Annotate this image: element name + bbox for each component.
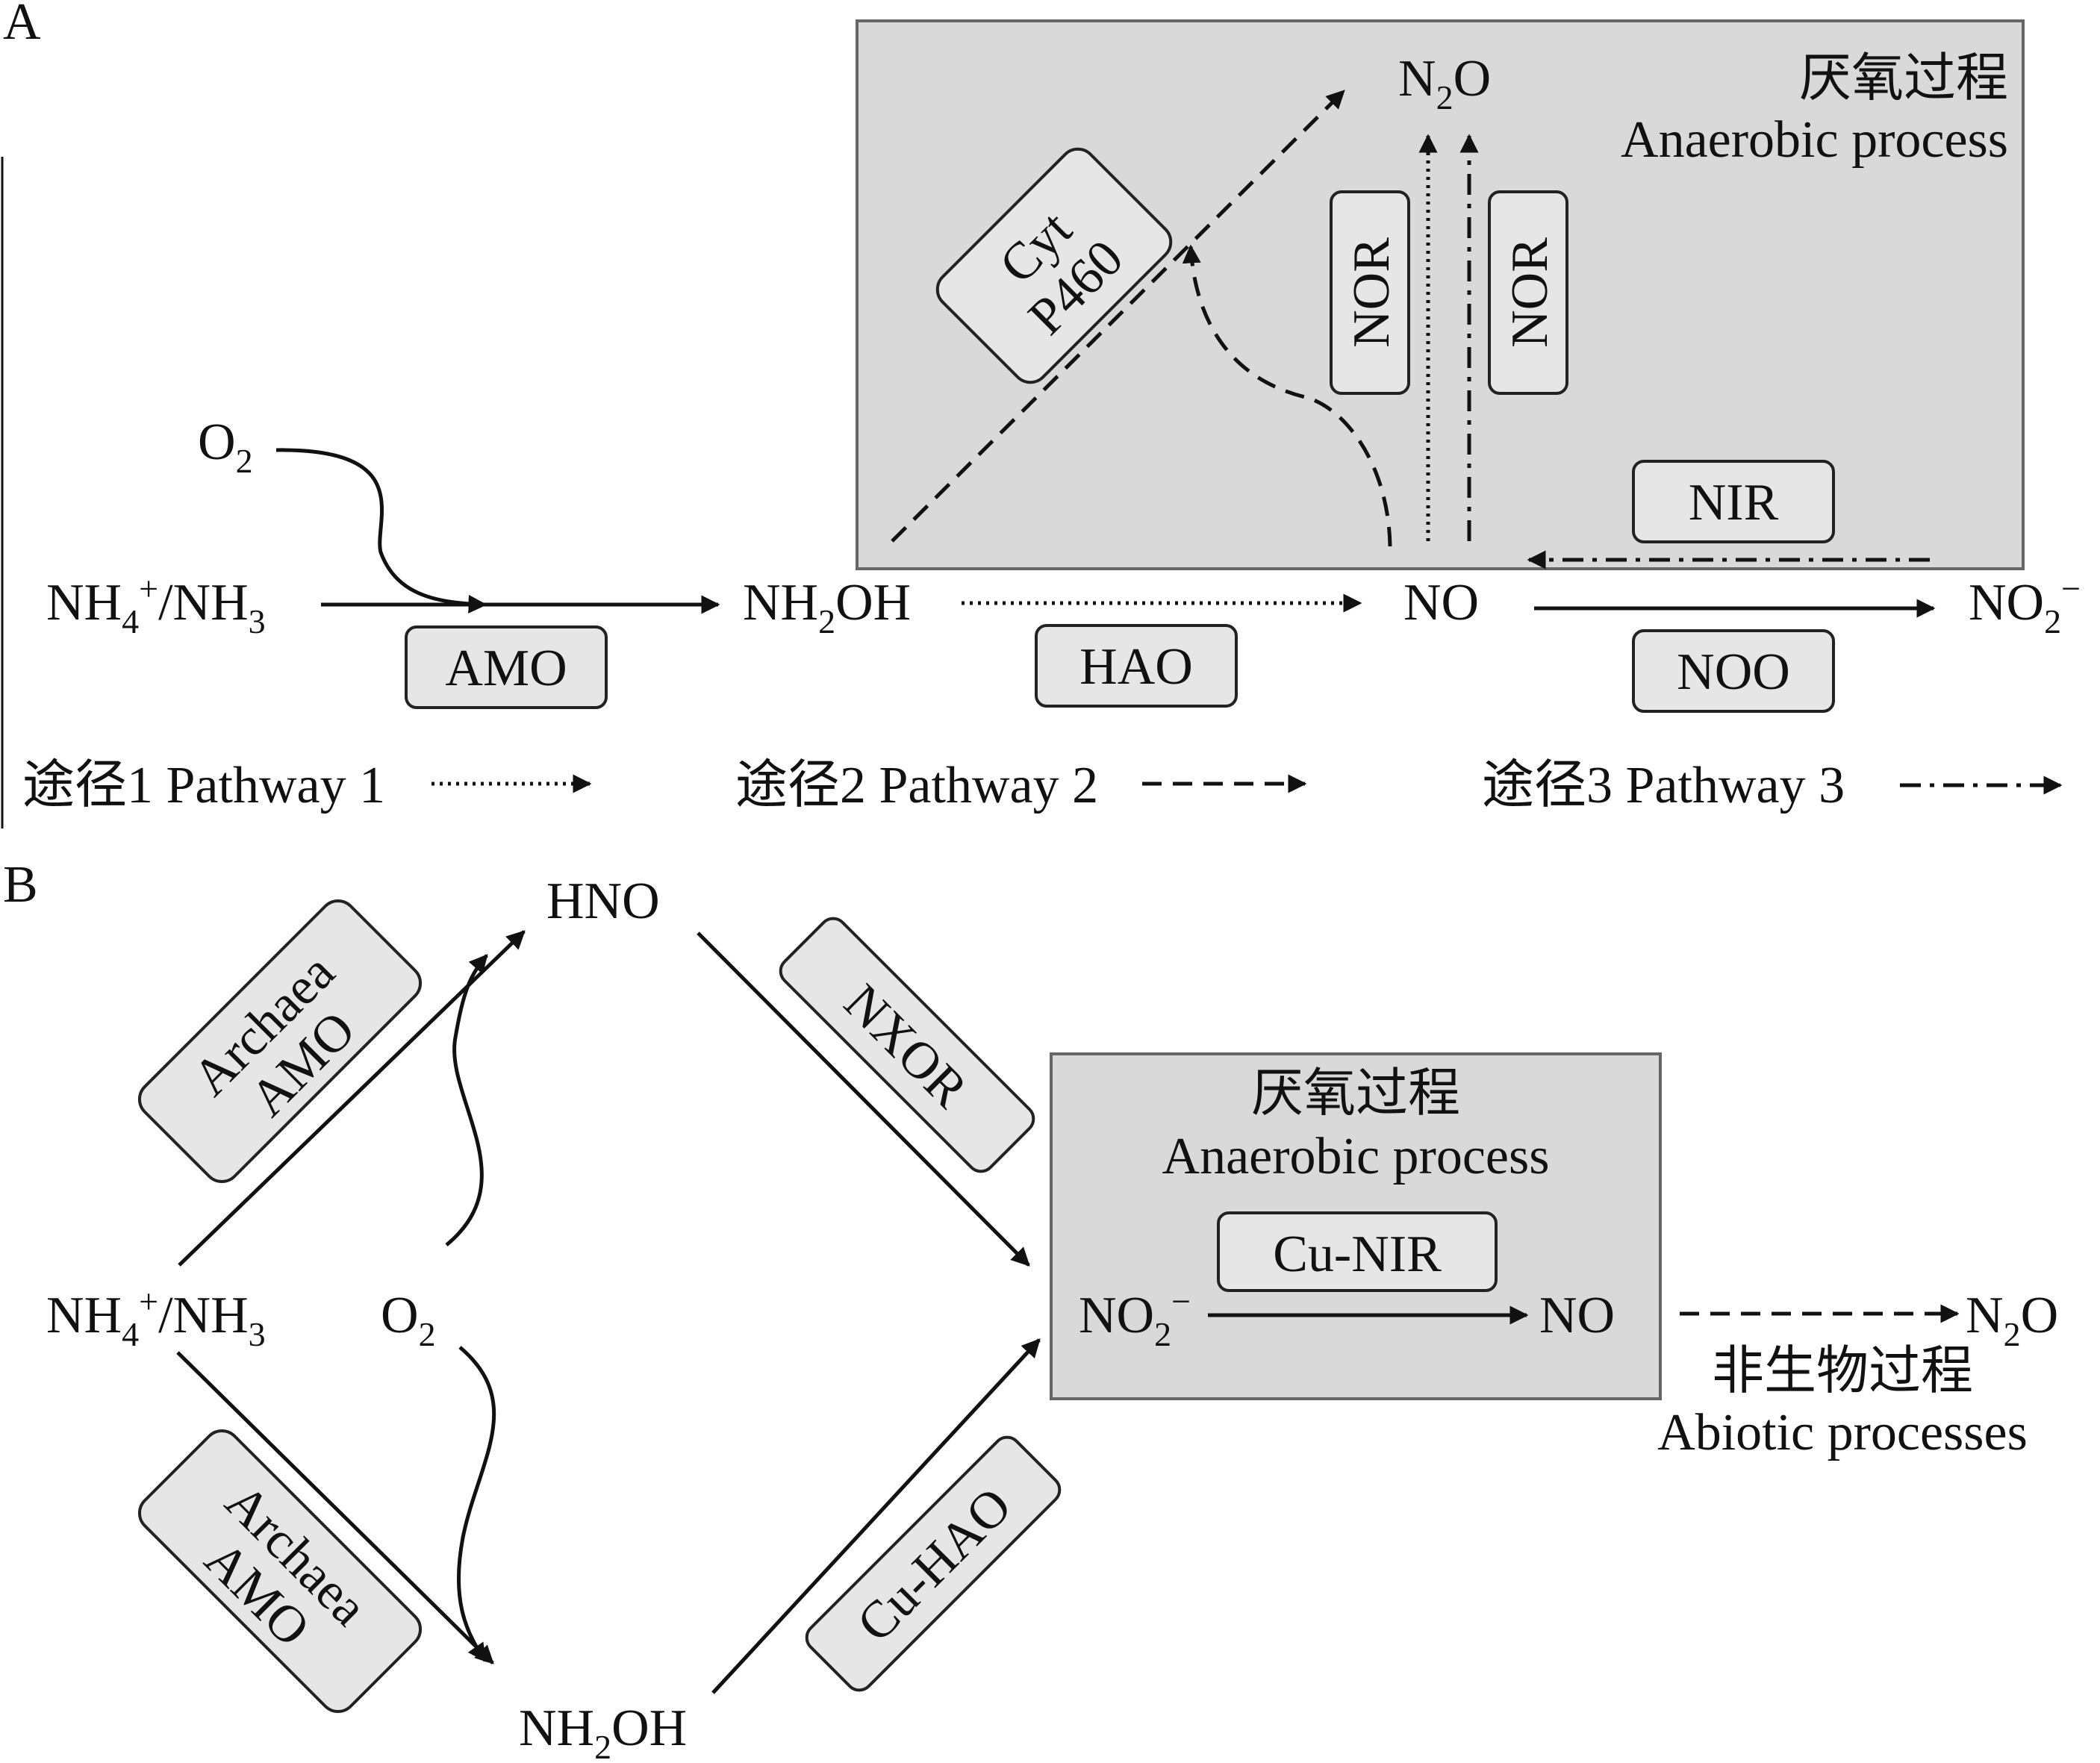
nor-box-2: NOR xyxy=(1488,190,1568,395)
noo-box-a xyxy=(1632,629,1835,713)
arrow-no-merge-dashed xyxy=(1182,244,1392,547)
arrow-o2-up-curve xyxy=(445,954,488,1246)
arrow-o2-curve-a xyxy=(275,448,487,614)
o2-label-b: O2 xyxy=(381,1287,436,1353)
noo-label-a: NOO xyxy=(1677,643,1790,701)
n2o-label-a: N2O xyxy=(1398,50,1491,116)
anaerobic-cn-label-b: 厌氧过程 xyxy=(1251,1065,1460,1123)
hao-box-a xyxy=(1035,624,1238,708)
arrow-o2-down-curve xyxy=(456,1346,496,1663)
legend-pathway-1: 途径1 Pathway 1 xyxy=(22,757,385,814)
no2-label-a: NO2− xyxy=(1969,570,2081,640)
cyt-p460-box: Cyt P460 xyxy=(935,147,1173,384)
nir-box-a xyxy=(1632,460,1835,543)
nor-label-2: NOR xyxy=(1501,237,1559,348)
nxor-box: NXOR xyxy=(779,917,1035,1173)
nh4-nh3-label-b: NH4+/NH3 xyxy=(46,1282,266,1353)
hao-label-a: HAO xyxy=(1079,638,1193,696)
amo-label-a: AMO xyxy=(445,640,567,697)
nor-box-1: NOR xyxy=(1330,190,1410,395)
panel-b-label: B xyxy=(3,856,38,914)
legend-pathway-2: 途径2 Pathway 2 xyxy=(735,757,1098,814)
nh2oh-label-a: NH2OH xyxy=(743,574,911,640)
anaerobic-en-label-a: Anaerobic process xyxy=(1621,111,2008,169)
legend-pathway-3: 途径3 Pathway 3 xyxy=(1482,757,1845,814)
anaerobic-en-label-b: Anaerobic process xyxy=(1162,1128,1550,1185)
nir-label-a: NIR xyxy=(1689,474,1779,531)
n2o-label-b: N2O xyxy=(1966,1287,2058,1353)
archaea-amo-bottom-box: Archaea AMO xyxy=(137,1429,423,1714)
arrow-nh2oh-to-no2 xyxy=(711,1338,1041,1694)
anaerobic-cn-label-a: 厌氧过程 xyxy=(1799,50,2008,107)
no2-label-b: NO2− xyxy=(1079,1282,1191,1353)
panel-a-label: A xyxy=(3,0,41,51)
archaea-amo-top-box: Archaea AMO xyxy=(137,899,423,1184)
cu-nir-box xyxy=(1217,1211,1498,1292)
no-label-a: NO xyxy=(1403,574,1479,631)
arrow-hno-to-no2 xyxy=(697,932,1030,1267)
panel-b: B 厌氧过程 Anaerobic process Cu-NIR HNO NH4+… xyxy=(3,856,2058,1763)
o2-label-a: O2 xyxy=(198,414,253,480)
no-label-b: NO xyxy=(1539,1287,1615,1344)
arrow-nh4-to-nh2oh-b xyxy=(176,1351,494,1664)
panel-a: A 厌氧过程 Anaerobic process O2 NH4+/NH3 NH2… xyxy=(1,0,2081,829)
hno-label: HNO xyxy=(546,873,660,930)
cu-hao-box: Cu-HAO xyxy=(805,1435,1062,1692)
nh4-nh3-label-a: NH4+/NH3 xyxy=(46,570,266,640)
nor-label-1: NOR xyxy=(1343,237,1400,348)
abiotic-cn-label: 非生物过程 xyxy=(1712,1343,1973,1400)
abiotic-en-label: Abiotic processes xyxy=(1657,1404,2028,1461)
nh2oh-label-b: NH2OH xyxy=(519,1700,687,1763)
arrow-nh2oh-to-n2o-dashed xyxy=(891,90,1345,543)
cu-nir-label: Cu-NIR xyxy=(1273,1226,1442,1283)
amo-box-a xyxy=(405,625,608,709)
